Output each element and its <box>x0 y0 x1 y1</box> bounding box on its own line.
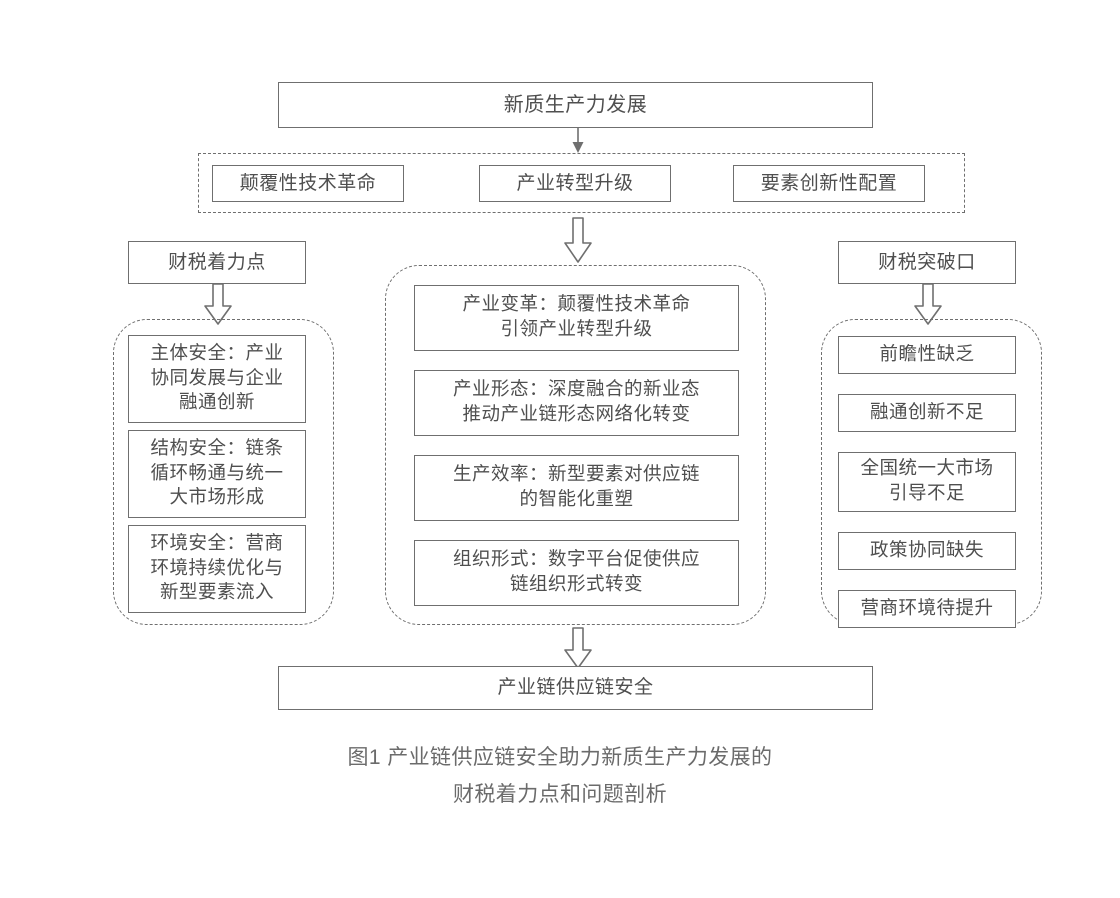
node-innovative-factor-allocation: 要素创新性配置 <box>733 165 925 202</box>
center-column-container <box>385 265 766 625</box>
node-center-organizational-form: 组织形式：数字平台促使供应 链组织形式转变 <box>414 540 739 606</box>
caption-line-2: 财税着力点和问题剖析 <box>453 782 667 806</box>
caption-line-1: 图1 产业链供应链安全助力新质生产力发展的 <box>347 746 773 769</box>
driver-band-container <box>198 153 965 213</box>
node-bottom-supply-chain-security: 产业链供应链安全 <box>278 666 873 710</box>
arrow-block-right-header-to-items <box>914 283 942 325</box>
node-fiscal-breakthrough-header: 财税突破口 <box>838 241 1016 284</box>
arrow-thin-top-to-band <box>572 128 584 153</box>
node-center-industrial-form: 产业形态：深度融合的新业态 推动产业链形态网络化转变 <box>414 370 739 436</box>
arrow-block-band-to-center <box>564 217 592 263</box>
node-center-production-efficiency: 生产效率：新型要素对供应链 的智能化重塑 <box>414 455 739 521</box>
node-right-insufficient-integrated-innovation: 融通创新不足 <box>838 394 1016 432</box>
node-right-policy-coordination-absence: 政策协同缺失 <box>838 532 1016 570</box>
node-fiscal-focus-header: 财税着力点 <box>128 241 306 284</box>
node-industrial-transformation-upgrade: 产业转型升级 <box>479 165 671 202</box>
node-right-lack-of-foresight: 前瞻性缺乏 <box>838 336 1016 374</box>
left-column-container <box>113 319 334 625</box>
node-right-unified-market-guidance: 全国统一大市场 引导不足 <box>838 452 1016 512</box>
figure-caption: 图1 产业链供应链安全助力新质生产力发展的 财税着力点和问题剖析 <box>0 740 1120 814</box>
arrow-block-center-to-bottom <box>564 627 592 669</box>
node-left-environmental-security: 环境安全：营商 环境持续优化与 新型要素流入 <box>128 525 306 613</box>
node-disruptive-tech-revolution: 颠覆性技术革命 <box>212 165 404 202</box>
node-top-new-quality-productive-forces: 新质生产力发展 <box>278 82 873 128</box>
node-left-structural-security: 结构安全：链条 循环畅通与统一 大市场形成 <box>128 430 306 518</box>
node-right-business-environment-improvement: 营商环境待提升 <box>838 590 1016 628</box>
node-left-subject-security: 主体安全：产业 协同发展与企业 融通创新 <box>128 335 306 423</box>
node-center-industrial-change: 产业变革：颠覆性技术革命 引领产业转型升级 <box>414 285 739 351</box>
arrow-block-left-header-to-items <box>204 283 232 325</box>
